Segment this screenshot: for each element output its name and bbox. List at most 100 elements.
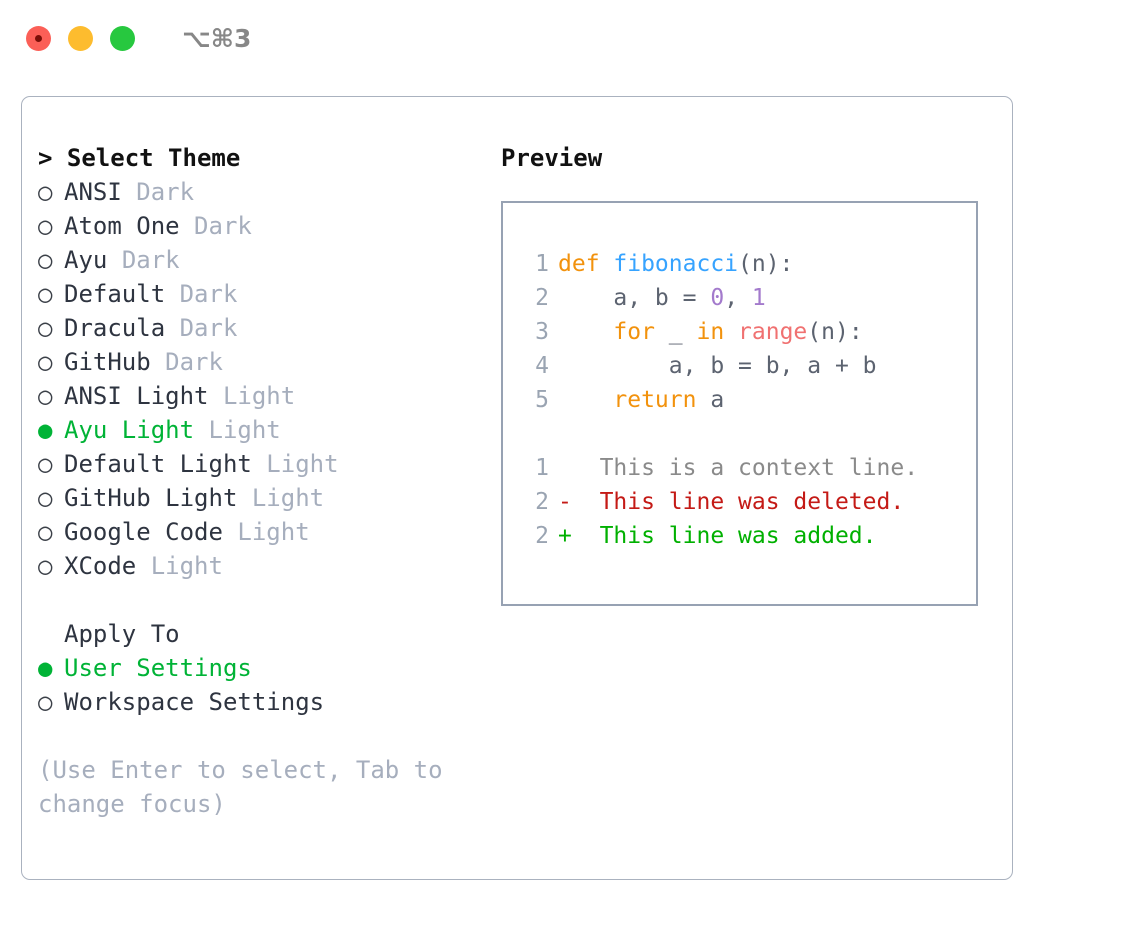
- code-token-pl: ,: [724, 285, 752, 311]
- preview-header: Preview: [501, 144, 603, 172]
- diff-text: This line was deleted.: [599, 489, 905, 515]
- focus-caret-icon: >: [38, 144, 53, 172]
- theme-option-xcode[interactable]: ○ XCode Light: [38, 549, 478, 583]
- line-number: 2: [535, 523, 549, 549]
- line-number: 1: [535, 455, 549, 481]
- label-tag-gap: [223, 518, 237, 546]
- theme-option-ansi-light[interactable]: ○ ANSI Light Light: [38, 379, 478, 413]
- label-tag-gap: [180, 212, 194, 240]
- theme-option-category: Light: [266, 450, 339, 478]
- code-diff-separator: [521, 417, 976, 451]
- radio-unselected-icon: ○: [38, 382, 53, 410]
- radio-unselected-icon: ○: [38, 212, 53, 240]
- theme-option-default[interactable]: ○Default Dark: [38, 277, 478, 311]
- code-token-kw: def: [558, 251, 614, 277]
- code-token-fn: fibonacci: [613, 251, 739, 277]
- label-tag-gap: [122, 178, 136, 206]
- code-token-bi: range: [738, 319, 808, 345]
- select-theme-title: [52, 144, 66, 172]
- theme-option-label: Atom One: [64, 212, 180, 240]
- theme-option-ayu-light[interactable]: ●Ayu Light Light: [38, 413, 478, 447]
- apply-to-option-user-settings[interactable]: ● User Settings: [38, 651, 478, 685]
- diff-line-del: 2- This line was deleted.: [521, 485, 976, 519]
- radio-selected-icon: ●: [38, 654, 53, 682]
- keyboard-hint: (Use Enter to select, Tab to change focu…: [38, 756, 443, 818]
- code-line: 3 for _ in range(n):: [521, 315, 976, 349]
- code-token-pl: (n):: [738, 251, 794, 277]
- select-theme-label: Select Theme: [66, 144, 241, 172]
- theme-option-category: Dark: [121, 246, 180, 274]
- radio-unselected-icon: ○: [38, 518, 53, 546]
- theme-option-default-light[interactable]: ○ Default Light Light: [38, 447, 478, 481]
- radio-unselected-icon: ○: [38, 348, 53, 376]
- code-token-num: 0: [710, 285, 725, 311]
- keyboard-shortcut-label: ⌥⌘3: [182, 23, 252, 53]
- code-token-pl: (n):: [807, 319, 863, 345]
- theme-option-label: GitHub: [64, 348, 151, 376]
- code-token-num: 1: [751, 285, 766, 311]
- theme-option-category: Light: [251, 484, 325, 512]
- theme-option-dracula[interactable]: ○Dracula Dark: [38, 311, 478, 345]
- theme-option-category: Light: [150, 552, 223, 580]
- zoom-button[interactable]: [110, 25, 135, 51]
- theme-option-ayu[interactable]: ○Ayu Dark: [38, 243, 478, 277]
- label-tag-gap: [209, 382, 223, 410]
- theme-option-category: Light: [222, 382, 296, 410]
- apply-to-header: Apply To: [64, 620, 180, 648]
- label-tag-gap: [237, 484, 251, 512]
- label-tag-gap: [107, 246, 121, 274]
- theme-option-label: ANSI Light: [64, 382, 209, 410]
- label-tag-gap: [194, 416, 208, 444]
- line-number: 5: [535, 387, 549, 413]
- window-controls: [26, 25, 135, 51]
- radio-unselected-icon: ○: [38, 450, 53, 478]
- code-token-pl: a: [696, 387, 725, 413]
- label-tag-gap: [252, 450, 266, 478]
- apply-to-option-workspace-settings[interactable]: ○ Workspace Settings: [38, 685, 478, 719]
- line-number: 3: [535, 319, 549, 345]
- code-token-pl: a, b = b, a + b: [558, 353, 877, 379]
- diff-marker: -: [558, 489, 572, 515]
- code-line: 5 return a: [521, 383, 976, 417]
- radio-unselected-icon: ○: [38, 178, 53, 206]
- theme-option-label: ANSI: [64, 178, 122, 206]
- diff-line-ctx: 1 This is a context line.: [521, 451, 976, 485]
- theme-option-atom-one[interactable]: ○ Atom One Dark: [38, 209, 478, 243]
- theme-option-github[interactable]: ○GitHub Dark: [38, 345, 478, 379]
- theme-option-label: Default: [64, 280, 166, 308]
- theme-option-label: Ayu Light: [64, 416, 195, 444]
- theme-option-category: Dark: [194, 212, 252, 240]
- theme-option-google-code[interactable]: ○Google Code Light: [38, 515, 478, 549]
- radio-unselected-icon: ○: [38, 552, 53, 580]
- theme-option-label: XCode: [64, 552, 137, 580]
- theme-option-category: Dark: [136, 178, 195, 206]
- select-theme-header: > Select Theme: [38, 141, 478, 175]
- diff-marker-gap: [572, 455, 600, 481]
- radio-unselected-icon: ○: [38, 688, 53, 716]
- diff-line-add: 2+ This line was added.: [521, 519, 976, 553]
- theme-option-category: Dark: [179, 314, 238, 342]
- code-line: 2 a, b = 0, 1: [521, 281, 976, 315]
- apply-to-option-label: User Settings: [64, 654, 252, 682]
- radio-unselected-icon: ○: [38, 314, 53, 342]
- code-token-kw: return: [558, 387, 697, 413]
- diff-marker: [558, 455, 572, 481]
- code-token-kw: for: [558, 319, 655, 345]
- theme-option-github-light[interactable]: ○GitHub Light Light: [38, 481, 478, 515]
- apply-to-option-label: Workspace Settings: [64, 688, 325, 716]
- code-line: 4 a, b = b, a + b: [521, 349, 976, 383]
- theme-option-label: Default Light: [64, 450, 252, 478]
- radio-unselected-icon: ○: [38, 280, 53, 308]
- code-token-pl: _: [654, 319, 697, 345]
- theme-list: ○ANSI Dark○Atom One Dark○Ayu Dark○Defaul…: [38, 175, 478, 583]
- label-tag-gap: [136, 552, 150, 580]
- code-token-pl: a, b =: [558, 285, 711, 311]
- minimize-button[interactable]: [68, 25, 93, 51]
- close-button[interactable]: [26, 25, 51, 51]
- theme-option-ansi[interactable]: ○ ANSI Dark: [38, 175, 478, 209]
- diff-text: This is a context line.: [599, 455, 919, 481]
- theme-selector-column: > Select Theme ○ANSI Dark○Atom One Dark○…: [38, 141, 478, 821]
- main-panel: > Select Theme ○ANSI Dark○Atom One Dark○…: [21, 96, 1013, 880]
